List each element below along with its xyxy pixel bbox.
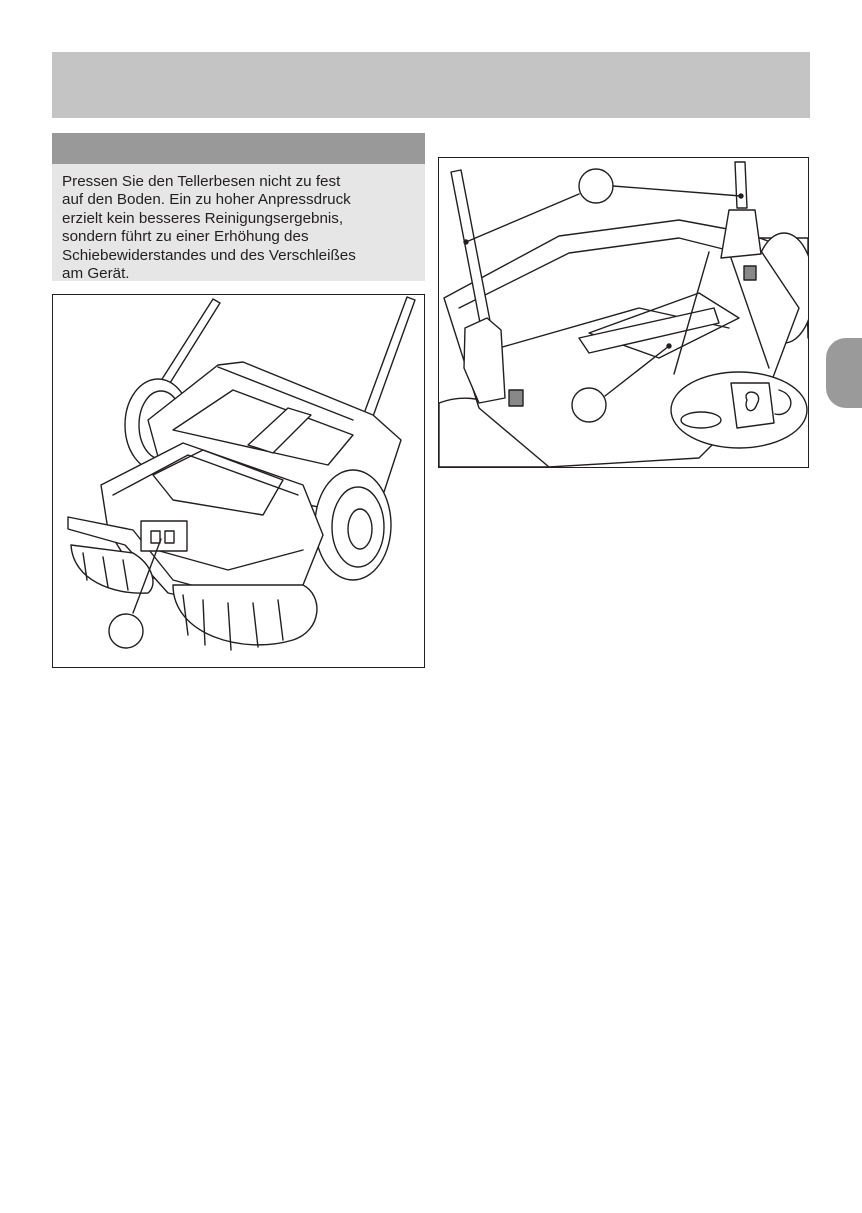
sweeper-front-figure [52, 294, 425, 668]
note-line: auf den Boden. Ein zu hoher Anpressdruck [62, 191, 417, 209]
note-line: Pressen Sie den Tellerbesen nicht zu fes… [62, 173, 417, 191]
chapter-side-tab [826, 338, 862, 408]
note-line: sondern führt zu einer Erhöhung des [62, 228, 417, 246]
section-header-band [52, 52, 810, 118]
note-text: Pressen Sie den Tellerbesen nicht zu fes… [62, 173, 417, 283]
note-line: erzielt kein besseres Reinigungsergebnis… [62, 210, 417, 228]
sweeper-illustration [53, 295, 424, 667]
handle-detail-figure [438, 157, 809, 468]
note-line: Schiebewiderstandes und des Verschleißes [62, 247, 417, 265]
note-box: Pressen Sie den Tellerbesen nicht zu fes… [52, 164, 425, 281]
note-line: am Gerät. [62, 265, 417, 283]
note-header-bar [52, 133, 425, 164]
handle-detail-illustration [439, 158, 808, 467]
